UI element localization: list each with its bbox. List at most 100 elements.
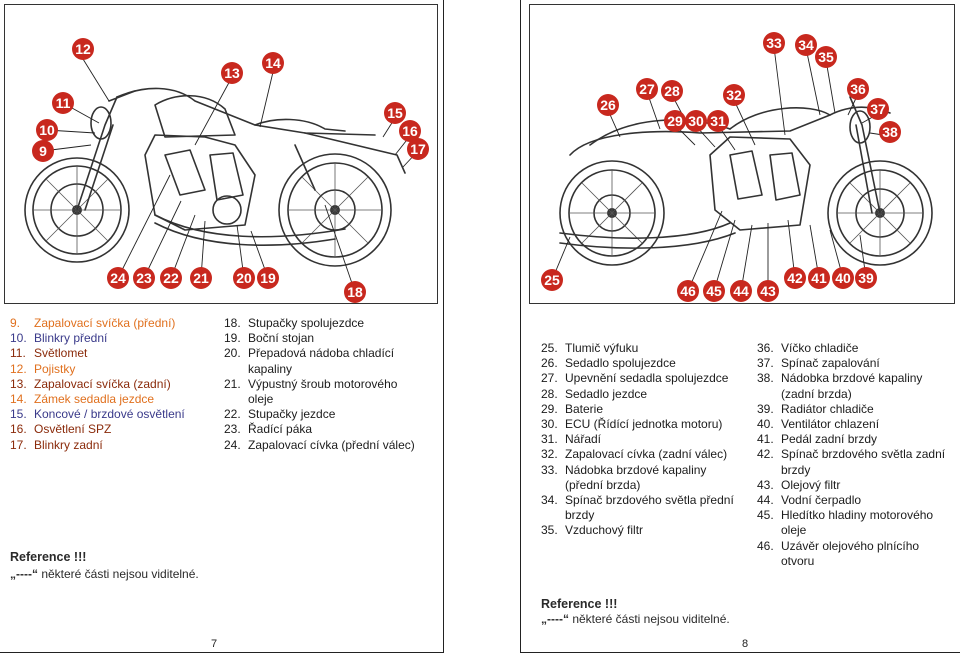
svg-text:17: 17 [410, 141, 426, 157]
svg-text:11: 11 [56, 95, 71, 111]
legend-item-17: 17.Blinkry zadní [10, 437, 103, 452]
left-legend-col2: 18.Stupačky spolujezdce 19.Boční stojan … [224, 316, 424, 453]
svg-text:21: 21 [193, 270, 209, 286]
svg-text:15: 15 [387, 105, 403, 121]
callout-38: 38 [879, 121, 901, 143]
callout-22: 22 [160, 267, 182, 289]
legend-item-31: 31.Nářadí [541, 432, 602, 447]
legend-item-46: 46.Uzávěr olejového plnícího otvoru [757, 538, 920, 568]
legend-item-13: 13.Zapalovací svíčka (zadní) [10, 376, 171, 391]
callout-40: 40 [832, 267, 854, 289]
legend-item-36: 36.Víčko chladiče [757, 341, 859, 355]
svg-text:32: 32 [726, 87, 742, 103]
right-reference-note: „----“ některé části nejsou viditelné. [541, 612, 730, 626]
callout-14: 14 [262, 52, 284, 74]
svg-text:35: 35 [818, 49, 834, 65]
legend-item-14: 14.Zámek sedadla jezdce [10, 392, 155, 407]
svg-text:39: 39 [858, 270, 874, 286]
svg-text:12: 12 [75, 41, 91, 57]
callout-27: 27 [636, 78, 658, 100]
left-motorcycle-illustration: 9 10 11 12 13 14 15 16 17 18 19 20 21 22… [24, 38, 429, 303]
svg-text:41: 41 [811, 270, 827, 286]
svg-text:30: 30 [688, 113, 704, 129]
callout-13: 13 [221, 62, 243, 84]
callout-41: 41 [808, 267, 830, 289]
svg-text:25: 25 [544, 272, 560, 288]
callout-35: 35 [815, 46, 837, 68]
callout-21: 21 [190, 267, 212, 289]
svg-text:24: 24 [110, 270, 126, 286]
svg-text:33: 33 [766, 35, 782, 51]
right-figure-frame: 25 26 27 28 29 30 31 32 33 34 35 36 37 3… [529, 4, 955, 304]
callout-37: 37 [867, 98, 889, 120]
callout-32: 32 [723, 84, 745, 106]
callout-30: 30 [685, 110, 707, 132]
legend-item-24: 24.Zapalovací cívka (přední válec) [224, 437, 415, 452]
right-page-number: 8 [742, 638, 749, 650]
right-reference-title: Reference !!! [541, 597, 618, 611]
right-legend-col1: 25.Tlumič výfuku 26.Sedadlo spolujezdce … [541, 341, 741, 539]
svg-text:18: 18 [347, 284, 363, 300]
callout-24: 24 [107, 267, 129, 289]
left-reference-title: Reference !!! [10, 550, 87, 564]
legend-item-20: 20.Přepadová nádoba chladící kapaliny [224, 346, 395, 376]
svg-text:9: 9 [39, 143, 47, 159]
legend-item-21: 21.Výpustný šroub motorového oleje [224, 376, 398, 407]
svg-text:38: 38 [882, 124, 898, 140]
left-figure-frame: 9 10 11 12 13 14 15 16 17 18 19 20 21 22… [4, 4, 438, 304]
right-reference-quote: „----“ [541, 612, 569, 626]
svg-text:36: 36 [850, 81, 866, 97]
callout-44: 44 [730, 280, 752, 302]
svg-text:26: 26 [600, 97, 616, 113]
right-legend-col2: 36.Víčko chladiče 37.Spínač zapalování 3… [757, 341, 947, 569]
legend-item-29: 29.Baterie [541, 401, 604, 416]
callout-17: 17 [407, 138, 429, 160]
legend-item-42: 42.Spínač brzdového světla zadní brzdy [757, 447, 946, 477]
left-reference-quote: „----“ [10, 567, 38, 581]
legend-item-16: 16.Osvětlení SPZ [10, 422, 112, 437]
legend-item-30: 30.ECU (Řídící jednotka motoru) [541, 417, 723, 432]
legend-item-38: 38.Nádobka brzdové kapaliny (zadní brzda… [757, 371, 923, 401]
left-reference-text: některé části nejsou viditelné. [37, 567, 199, 581]
callout-23: 23 [133, 267, 155, 289]
callout-19: 19 [257, 267, 279, 289]
svg-text:10: 10 [39, 122, 55, 138]
callout-45: 45 [703, 280, 725, 302]
svg-text:19: 19 [260, 270, 276, 286]
right-reference-text: některé části nejsou viditelné. [568, 612, 730, 626]
legend-item-41: 41.Pedál zadní brzdy [757, 432, 878, 447]
legend-item-18: 18.Stupačky spolujezdce [224, 316, 365, 330]
legend-item-37: 37.Spínač zapalování [757, 356, 880, 371]
svg-text:43: 43 [760, 283, 776, 299]
svg-text:46: 46 [680, 283, 696, 299]
callout-16: 16 [399, 120, 421, 142]
callout-20: 20 [233, 267, 255, 289]
callout-29: 29 [664, 110, 686, 132]
legend-item-33: 33.Nádobka brzdové kapaliny (přední brzd… [541, 462, 707, 492]
left-reference-note: „----“ některé části nejsou viditelné. [10, 567, 199, 581]
callout-42: 42 [784, 267, 806, 289]
callout-15: 15 [384, 102, 406, 124]
legend-item-44: 44.Vodní čerpadlo [757, 493, 862, 508]
callout-46: 46 [677, 280, 699, 302]
svg-text:37: 37 [870, 101, 886, 117]
legend-item-22: 22.Stupačky jezdce [224, 407, 336, 422]
legend-item-27: 27.Upevnění sedadla spolujezdce [541, 371, 729, 386]
right-motorcycle-illustration: 25 26 27 28 29 30 31 32 33 34 35 36 37 3… [541, 32, 933, 302]
callout-10: 10 [36, 119, 58, 141]
svg-text:22: 22 [163, 270, 179, 286]
legend-item-15: 15.Koncové / brzdové osvětlení [10, 407, 185, 422]
svg-text:14: 14 [265, 55, 281, 71]
callout-9: 9 [32, 140, 54, 162]
svg-text:29: 29 [667, 113, 683, 129]
left-page-number: 7 [211, 638, 218, 650]
callout-36: 36 [847, 78, 869, 100]
svg-text:44: 44 [733, 283, 749, 299]
svg-text:13: 13 [224, 65, 240, 81]
svg-text:20: 20 [236, 270, 252, 286]
svg-text:28: 28 [664, 83, 680, 99]
legend-item-9: 9.Zapalovací svíčka (přední) [10, 316, 176, 330]
svg-text:27: 27 [639, 81, 655, 97]
callout-43: 43 [757, 280, 779, 302]
legend-item-43: 43.Olejový filtr [757, 477, 841, 492]
